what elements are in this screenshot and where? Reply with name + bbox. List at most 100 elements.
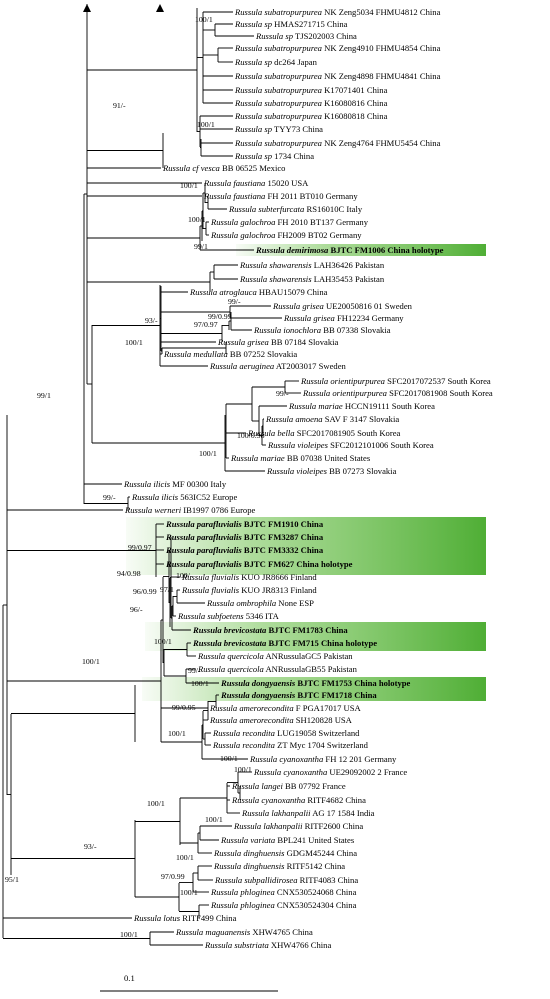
support-value: 95/1 [5,875,19,884]
highlight-band [142,677,486,701]
arrow-icon [156,4,164,12]
taxon-label: Russula subatropurpurea K17071401 China [234,85,388,95]
taxon-label: Russula amerorecondita F PGA17017 USA [209,703,362,713]
taxon-label: Russula quercicola ANRussulaGB55 Pakista… [197,664,358,674]
new-taxon-label: Russula demirimosa BJTC FM1006 China hol… [255,245,444,255]
support-value: 100/1 [180,181,198,190]
support-value: 100/1 [205,815,223,824]
scale-label: 0.1 [124,973,135,983]
support-value: 99/0.99 [208,312,232,321]
arrow-icon [83,4,91,12]
support-value: 100/1 [195,15,213,24]
taxon-label: Russula maguanensis XHW4765 China [175,927,313,937]
taxon-label: Russula dinghuensis RITF5142 China [213,861,345,871]
support-value: 97/0.97 [194,320,218,329]
taxon-label: Russula shawarensis LAH35453 Pakistan [239,274,385,284]
taxon-label: Russula cyanoxantha UE29092002 2 France [253,767,407,777]
support-value: 91/- [113,101,126,110]
taxon-label: Russula grisea FH12234 Germany [283,313,404,323]
taxon-label: Russula bella SFC2017081905 South Korea [247,428,401,438]
new-taxon-label: Russula brevicostata BJTC FM715 China ho… [192,638,377,648]
taxon-label: Russula mariae HCCN19111 South Korea [288,401,435,411]
support-value: 100/1 [125,338,143,347]
new-taxon-label: Russula dongyaensis BJTC FM1718 China [220,690,377,700]
taxon-label: Russula galochroa FH2009 BT02 Germany [210,230,362,240]
taxon-label: Russula lakhanpalii RITF2600 China [233,821,363,831]
taxon-label: Russula sp 1734 China [234,151,314,161]
taxon-label: Russula ilicis 563IC52 Europe [131,492,237,502]
taxon-label: Russula ilicis MF 00300 Italy [123,479,227,489]
taxon-label: Russula aeruginea AT2003017 Sweden [209,361,347,371]
taxon-label: Russula subatropurpurea NK Zeng4898 FHMU… [234,71,441,81]
taxon-label: Russula amerorecondita SH120828 USA [209,715,353,725]
taxon-label: Russula faustiana 15020 USA [203,178,309,188]
taxon-label: Russula ionochlora BB 07338 Slovakia [253,325,391,335]
taxon-label: Russula fluvialis KUO JR8666 Finland [181,572,317,582]
taxon-label: Russula mariae BB 07038 United States [230,453,371,463]
support-value: 100/1 [234,765,252,774]
taxon-label: Russula sp HMAS271715 China [234,19,348,29]
taxon-label: Russula werneri IB1997 0786 Europe [124,505,256,515]
taxon-label: Russula shawarensis LAH36426 Pakistan [239,260,385,270]
taxon-label: Russula galochroa FH 2010 BT137 Germany [210,217,369,227]
support-value: 97/0.99 [161,872,185,881]
support-value: 100/1 [176,853,194,862]
support-value: 94/0.98 [117,569,141,578]
support-value: 100/1 [199,449,217,458]
support-value: 100/- [176,571,193,580]
taxon-label: Russula phloginea CNX530524068 China [210,887,357,897]
taxon-label: Russula cyanoxantha RITF4682 China [231,795,366,805]
taxon-label: Russula variata BPL241 United States [220,835,355,845]
support-value: 100/0.98 [237,431,265,440]
taxon-label: Russula sp TYY73 China [234,124,323,134]
taxon-label: Russula grisea UE20050816 01 Sweden [272,301,413,311]
taxon-label: Russula sp dc264 Japan [234,57,318,67]
taxon-label: Russula subatropurpurea K16080818 China [234,111,388,121]
new-taxon-label: Russula parafluvialis BJTC FM3332 China [165,545,324,555]
support-value: 100/1 [154,637,172,646]
support-value: 100/1 [82,657,100,666]
taxon-label: Russula subatropurpurea NK Zeng4910 FHMU… [234,43,441,53]
support-value: 100/1 [197,120,215,129]
taxon-label: Russula orientipurpurea SFC2017072537 So… [300,376,491,386]
taxon-label: Russula cyanoxantha FH 12 201 Germany [249,754,397,764]
taxon-label: Russula subterfurcata RS16010C Italy [228,204,363,214]
support-value: 99/- [276,389,289,398]
support-value: 100/1 [120,930,138,939]
taxon-label: Russula subatropurpurea NK Zeng5034 FHMU… [234,7,441,17]
taxon-label: Russula lotus RITF499 China [133,913,237,923]
support-value: 99/0.95 [172,703,196,712]
support-value: 96/- [130,605,143,614]
support-value: 99/0.97 [128,543,152,552]
taxon-label: Russula fluvialis KUO JR8313 Finland [181,585,317,595]
new-taxon-label: Russula dongyaensis BJTC FM1753 China ho… [220,678,411,688]
taxon-label: Russula subfoetens 5346 ITA [177,611,280,621]
taxon-label: Russula faustiana FH 2011 BT010 Germany [203,191,358,201]
taxon-label: Russula langei BB 07792 France [231,781,346,791]
new-taxon-label: Russula parafluvialis BJTC FM1910 China [165,519,324,529]
support-value: 99/- [103,493,116,502]
new-taxon-label: Russula parafluvialis BJTC FM3287 China [165,532,324,542]
taxon-label: Russula phloginea CNX530524304 China [210,900,357,910]
support-value: 99/- [228,297,241,306]
support-value: 100/1 [168,729,186,738]
support-value: 99/1 [194,242,208,251]
support-value: 93/- [145,316,158,325]
support-value: 100/1 [147,799,165,808]
taxon-label: Russula violeipes BB 07273 Slovakia [266,466,397,476]
taxon-label: Russula subpallidirosea RITF4083 China [214,875,358,885]
support-value: 100/1 [188,215,206,224]
highlight-band [145,622,486,651]
support-value: 93/- [84,842,97,851]
taxon-label: Russula recondita LUG19058 Switzerland [212,728,360,738]
support-value: 99/1 [37,391,51,400]
taxon-label: Russula subatropurpurea K16080816 China [234,98,388,108]
taxon-label: Russula quercicola ANRussulaGC5 Pakistan [197,651,353,661]
taxon-label: Russula recondita ZT Myc 1704 Switzerlan… [212,740,369,750]
taxon-label: Russula grisea BB 07184 Slovakia [217,337,339,347]
new-taxon-label: Russula parafluvialis BJTC FM627 China h… [165,559,353,569]
highlight-band [236,244,486,256]
taxon-label: Russula medullata BB 07252 Slovakia [163,349,297,359]
support-value: 96/0.99 [133,587,157,596]
